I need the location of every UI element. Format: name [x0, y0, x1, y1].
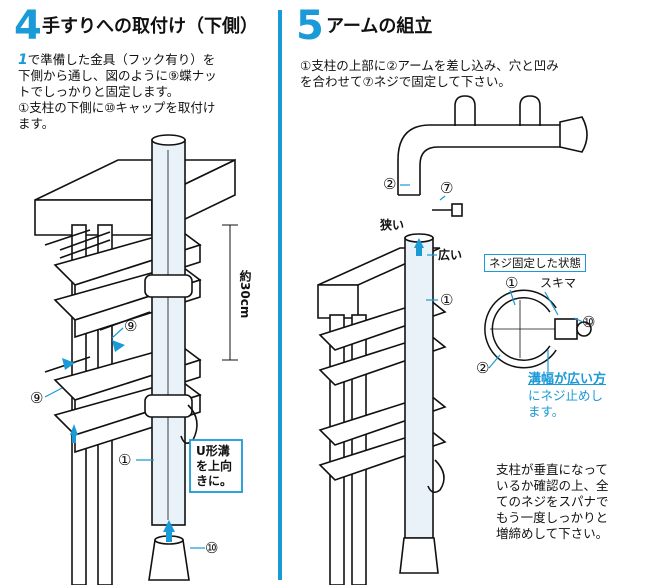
- step5-drawing: [317, 95, 588, 585]
- step4-number: 4: [14, 3, 42, 49]
- step4-arrows: [62, 340, 175, 542]
- final-line5: 増締めして下さい。: [496, 526, 609, 541]
- pole-step5: [404, 237, 434, 539]
- part-label-2: ②: [383, 175, 397, 193]
- final-line1: 支柱が垂直になって: [496, 462, 608, 477]
- step5-text-line1: ①支柱の上部に②アームを差し込み、穴と凹み: [300, 58, 559, 73]
- u-groove-box: [189, 439, 243, 493]
- step4-line1-text: で準備した金具（フック有り）を: [27, 52, 216, 67]
- step4-text-line5: ます。: [18, 116, 55, 131]
- detail-gap-label: スキマ: [540, 276, 577, 290]
- step5-number: 5: [296, 3, 324, 49]
- main-pole: [151, 139, 186, 526]
- u-groove-label-2: を上向: [196, 459, 233, 473]
- detail-title: ネジ固定した状態: [484, 254, 586, 272]
- u-groove-label-1: U形溝: [196, 444, 230, 458]
- step4-text-line2: 下側から通し、図のように⑨蝶ナッ: [18, 68, 217, 83]
- step4-text-line4: ①支柱の下側に⑩キャップを取付け: [18, 100, 216, 115]
- part-label-9b: ⑨: [30, 389, 44, 407]
- section-divider: [278, 10, 282, 580]
- part-label-1-step5: ①: [440, 291, 454, 309]
- detail-label-10: ⑩: [582, 313, 596, 331]
- detail-note-3: ます。: [528, 404, 565, 419]
- step5-title: アームの組立: [326, 16, 433, 37]
- step4-drawing: [34, 134, 238, 585]
- part-label-1: ①: [118, 451, 132, 469]
- arm: [397, 124, 560, 195]
- step4-title: 手すりへの取付け（下側）: [42, 16, 258, 37]
- final-line4: もう一度しっかりと: [496, 510, 609, 525]
- detail-note-1: 溝幅が広い方: [528, 372, 607, 387]
- final-line3: てのネジをスパナで: [496, 494, 609, 509]
- final-line2: いるか確認の上、全: [496, 478, 609, 493]
- detail-view: [484, 289, 592, 369]
- narrow-label: 狭い: [380, 218, 405, 232]
- wide-label: 広い: [438, 248, 463, 262]
- detail-note-2: にネジ止めし: [528, 388, 604, 403]
- detail-label-2: ②: [476, 359, 490, 377]
- distance-label: 約30cm: [238, 270, 252, 319]
- part-label-9a: ⑨: [124, 317, 138, 335]
- step4-text-line1: 1で準備した金具（フック有り）を: [18, 52, 215, 69]
- step4-text-line3: トでしっかりと固定します。: [18, 84, 180, 99]
- part-label-10: ⑩: [205, 539, 219, 557]
- part-label-7: ⑦: [440, 179, 454, 197]
- step-ref-number: 1: [18, 52, 28, 68]
- step5-text-line2: を合わせて⑦ネジで固定して下さい。: [300, 74, 511, 89]
- cap: [148, 539, 190, 581]
- detail-label-1: ①: [505, 274, 519, 292]
- handrail-beam: [34, 158, 236, 237]
- u-groove-label-3: きに。: [196, 474, 233, 488]
